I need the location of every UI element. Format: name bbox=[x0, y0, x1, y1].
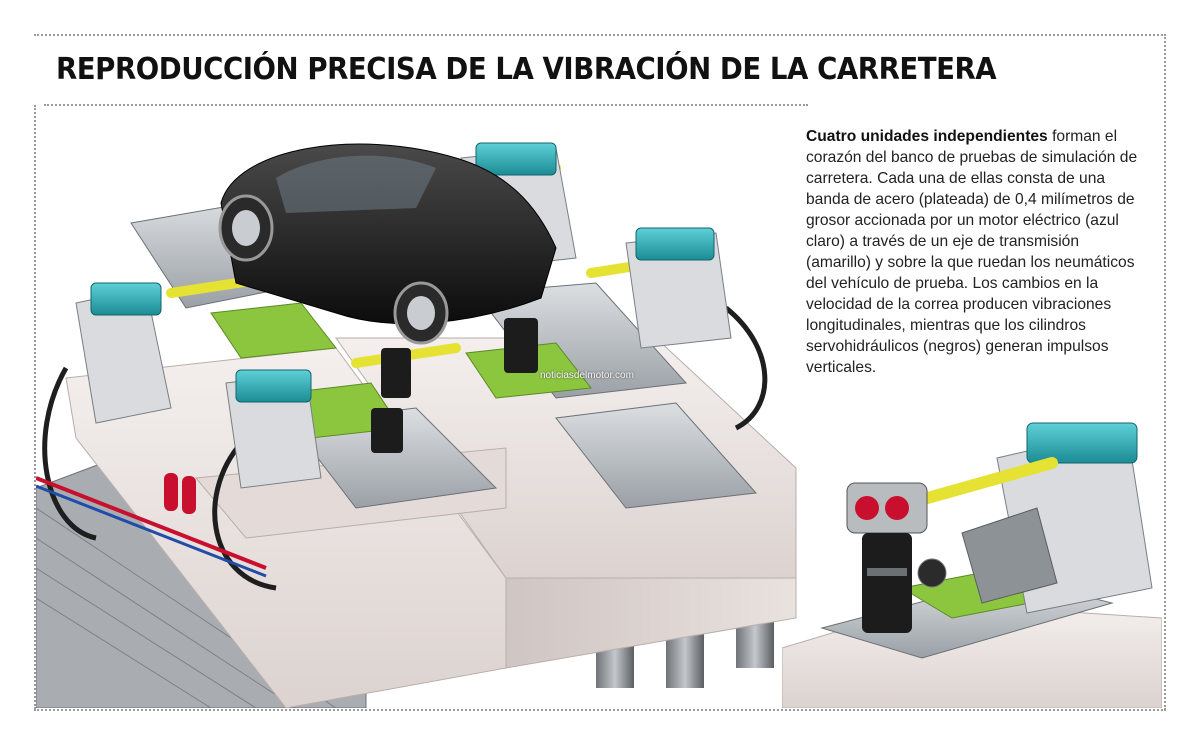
description-text: Cuatro unidades independientes forman el… bbox=[806, 126, 1142, 378]
test-car bbox=[218, 143, 557, 345]
single-unit-detail-illustration bbox=[782, 422, 1162, 708]
description-body: forman el corazón del banco de pruebas d… bbox=[806, 128, 1138, 376]
description-lead: Cuatro unidades independientes bbox=[806, 128, 1048, 145]
inset-cylinder-valve bbox=[917, 558, 947, 588]
frame-left-border bbox=[34, 105, 36, 709]
inset-cylinder-ring bbox=[867, 568, 907, 576]
test-bench-illustration bbox=[36, 142, 797, 708]
cable-chains bbox=[42, 306, 768, 591]
concrete-base-front bbox=[505, 577, 797, 669]
page-title: REPRODUCCIÓN PRECISA DE LA VIBRACIÓN DE … bbox=[56, 52, 997, 87]
inset-gear-red-left bbox=[855, 496, 879, 520]
title-divider bbox=[44, 104, 808, 106]
frame-right-border bbox=[1164, 34, 1166, 710]
hydraulic-lines bbox=[36, 473, 267, 578]
watermark: noticiasdelmotor.com bbox=[540, 370, 634, 381]
frame-bottom-border bbox=[34, 709, 1166, 711]
servo-cylinders bbox=[371, 318, 538, 453]
electric-motors bbox=[90, 142, 715, 403]
inset-gear-red-right bbox=[885, 496, 909, 520]
inset-servo-cylinder bbox=[862, 533, 912, 633]
inset-grey-cover bbox=[961, 507, 1058, 604]
inset-electric-motor bbox=[1026, 422, 1138, 464]
frame-top-border bbox=[34, 34, 1166, 36]
